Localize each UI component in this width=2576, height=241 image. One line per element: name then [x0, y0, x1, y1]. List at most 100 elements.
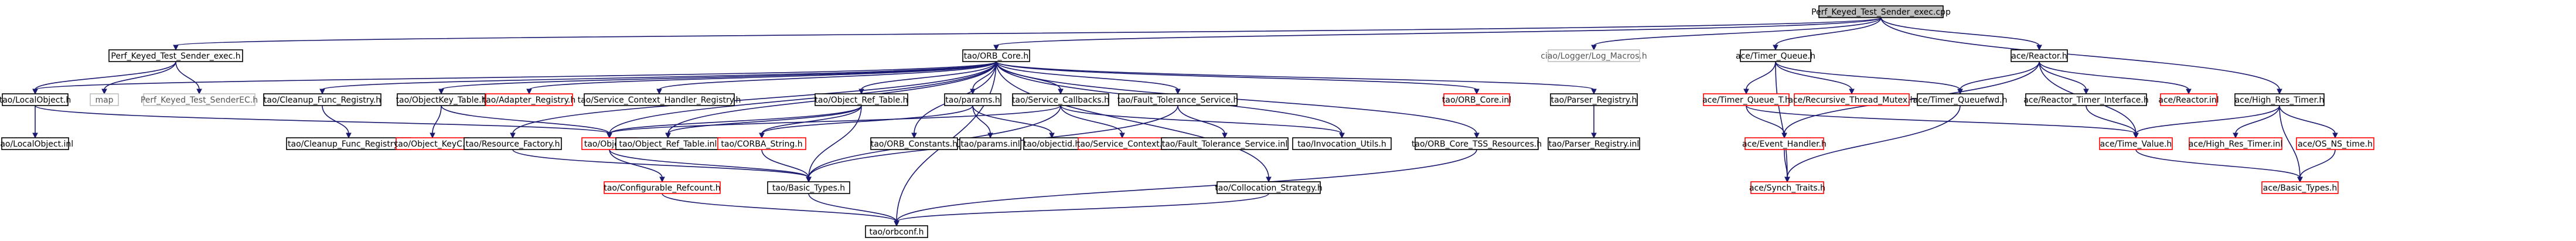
- edge-arrowhead-object_ref_table_h-to-object_ref_table_inl: [665, 133, 671, 139]
- node-ft-service-h[interactable]: tao/Fault_Tolerance_Service.h: [1117, 93, 1239, 106]
- node-time-value-h[interactable]: ace/Time_Value.h: [2099, 137, 2173, 150]
- node-objectid-h[interactable]: tao/objectid.h: [1023, 137, 1081, 150]
- node-box: [2234, 93, 2325, 106]
- node-orb-core-tss-h[interactable]: tao/ORB_Core_TSS_Resources.h: [1412, 137, 1542, 150]
- node-object-ref-table-inl[interactable]: tao/Object_Ref_Table.inl: [615, 137, 721, 150]
- node-label: tao/Cleanup_Func_Registry.h: [264, 96, 381, 105]
- edge-object_h-to-configurable_refcount_h: [609, 149, 663, 178]
- node-label: ace/Basic_Types.h: [2263, 184, 2337, 193]
- node-collocation-strategy-h[interactable]: tao/Collocation_Strategy.h: [1215, 181, 1323, 194]
- node-params-h[interactable]: tao/params.h: [944, 93, 1001, 106]
- node-box: [2261, 181, 2339, 194]
- node-orb-constants-h[interactable]: tao/ORB_Constants.h: [870, 137, 958, 150]
- node-synch-traits-h[interactable]: ace/Synch_Traits.h: [1749, 181, 1825, 194]
- node-box: [2011, 49, 2068, 62]
- edge-svc_callbacks_h-to-svc_context_h: [1060, 105, 1123, 134]
- edge-root-to-high_res_timer_h: [1880, 17, 2280, 90]
- node-object-ref-table-h[interactable]: tao/Object_Ref_Table.h: [815, 93, 908, 106]
- node-box: [1548, 137, 1640, 150]
- node-basic-types-ace-h[interactable]: ace/Basic_Types.h: [2261, 181, 2339, 194]
- edge-resource_factory_h-to-basic_types_tao_h: [512, 149, 809, 178]
- node-label: ace/Reactor_Timer_Interface.h: [2023, 96, 2148, 105]
- node-basic-types-tao-h[interactable]: tao/Basic_Types.h: [767, 181, 850, 194]
- node-svc-callbacks-h[interactable]: tao/Service_Callbacks.h: [1012, 93, 1109, 106]
- node-box: [717, 137, 806, 150]
- node-configurable-refcount-h[interactable]: tao/Configurable_Refcount.h: [604, 181, 721, 194]
- edge-arrowhead-cleanup_reg_h-to-cleanup_reg_inl: [346, 133, 352, 139]
- edge-high_res_timer_h-to-time_value_h: [2135, 105, 2280, 134]
- edge-arrowhead-orb_core_h-to-svc_ctx_handler_h: [656, 89, 662, 95]
- node-timer-queue-h[interactable]: ace/Timer_Queue.h: [1736, 49, 1815, 62]
- node-box: [1443, 93, 1510, 106]
- node-label: tao/objectid.h: [1024, 140, 1081, 149]
- node-objectkey-table-h[interactable]: tao/ObjectKey_Table.h: [396, 93, 487, 106]
- edge-arrowhead-root-to-exec_h: [173, 45, 179, 51]
- node-recursive-mutex-h[interactable]: ace/Recursive_Thread_Mutex.h: [1788, 93, 1916, 106]
- node-cleanup-reg-inl[interactable]: tao/Cleanup_Func_Registry.inl: [286, 137, 411, 150]
- edge-root-to-exec_h: [175, 17, 1882, 46]
- node-os-ns-time-h[interactable]: ace/OS_NS_time.h: [2296, 137, 2374, 150]
- node-box: [2189, 137, 2282, 150]
- node-box: [1703, 93, 1790, 106]
- node-label: tao/Fault_Tolerance_Service.h: [1117, 96, 1239, 105]
- node-high-res-timer-h[interactable]: ace/High_Res_Timer.h: [2234, 93, 2325, 106]
- edge-arrowhead-params_h-to-objectid_h: [1049, 133, 1055, 139]
- node-corba-string-h[interactable]: tao/CORBA_String.h: [717, 137, 806, 150]
- node-label: ace/Timer_Queue_T.h: [1702, 96, 1790, 105]
- node-exec-h[interactable]: Perf_Keyed_Test_Sender_exec.h: [108, 49, 243, 62]
- node-reactor-h[interactable]: ace/Reactor.h: [2011, 49, 2068, 62]
- node-label: tao/LocalObject.h: [0, 96, 71, 105]
- node-ft-service-inl[interactable]: tao/Fault_Tolerance_Service.inl: [1161, 137, 1289, 150]
- node-label: tao/Object_KeyC.h: [395, 140, 470, 149]
- edge-timer_queuefwd_h-to-synch_traits_h: [1787, 105, 1961, 178]
- node-adapter-reg-h[interactable]: tao/Adapter_Registry.h: [483, 93, 576, 106]
- edge-reactor_h-to-reactor_timer_iface_h: [2039, 61, 2087, 90]
- node-box: [143, 93, 255, 106]
- node-label: tao/params.inl: [960, 140, 1020, 149]
- node-resource-factory-h[interactable]: tao/Resource_Factory.h: [464, 137, 562, 150]
- edge-object_ref_table_h-to-object_h: [609, 105, 862, 134]
- node-box: [815, 93, 908, 106]
- edge-orb_core_h-to-object_h: [609, 61, 997, 134]
- node-objectkey-h[interactable]: tao/Object_KeyC.h: [395, 137, 470, 150]
- node-label: tao/Resource_Factory.h: [465, 140, 560, 149]
- node-invocation-utils-h[interactable]: tao/Invocation_Utils.h: [1292, 137, 1392, 150]
- edge-arrowhead-root-to-high_res_timer_h: [2277, 89, 2282, 95]
- edge-arrowhead-object_h-to-configurable_refcount_h: [659, 176, 665, 183]
- node-event-handler-h[interactable]: ace/Event_Handler.h: [1742, 137, 1827, 150]
- node-parser-reg-inl[interactable]: tao/Parser_Registry.inl: [1548, 137, 1640, 150]
- node-box: [263, 93, 381, 106]
- node-high-res-timer-inl[interactable]: ace/High_Res_Timer.inl: [2189, 137, 2283, 150]
- edge-timer_queue_h-to-timer_queuefwd_h: [1775, 61, 1961, 90]
- edge-object_h-to-basic_types_tao_h: [609, 149, 809, 178]
- edge-arrowhead-orb_core_h-to-ft_service_h: [1175, 89, 1181, 95]
- edge-high_res_timer_h-to-os_ns_time_h: [2279, 105, 2336, 134]
- node-local-object-h[interactable]: tao/LocalObject.h: [0, 93, 71, 106]
- node-orb-core-h[interactable]: tao/ORB_Core.h: [962, 49, 1030, 62]
- edge-root-to-timer_queue_h: [1775, 17, 1882, 46]
- node-label: tao/ORB_Core.inl: [1442, 96, 1511, 105]
- edge-arrowhead-orb_core_h-to-orb_core_inl: [1474, 89, 1480, 95]
- node-label: ace/Reactor.inl: [2158, 96, 2219, 105]
- node-timer-queuefwd-h[interactable]: ace/Timer_Queuefwd.h: [1913, 93, 2008, 106]
- node-reactor-inl[interactable]: ace/Reactor.inl: [2158, 93, 2219, 106]
- node-svc-context-h[interactable]: tao/Service_Context.h: [1077, 137, 1167, 150]
- node-local-object-inl[interactable]: tao/LocalObject.inl: [0, 137, 73, 150]
- node-orb-core-inl[interactable]: tao/ORB_Core.inl: [1442, 93, 1511, 106]
- node-label: tao/ORB_Core_TSS_Resources.h: [1412, 140, 1542, 149]
- edge-root-to-orb_core_h: [996, 17, 1882, 46]
- node-reactor-timer-iface-h[interactable]: ace/Reactor_Timer_Interface.h: [2023, 93, 2149, 106]
- node-root[interactable]: Perf_Keyed_Test_Sender_exec.cpp: [1811, 5, 1951, 18]
- node-params-inl[interactable]: tao/params.inl: [959, 137, 1021, 150]
- node-label: Perf_Keyed_Test_Sender_exec.cpp: [1811, 8, 1951, 17]
- node-timer-queue-t-h[interactable]: ace/Timer_Queue_T.h: [1702, 93, 1790, 106]
- edge-objectkey_table_h-to-object_h: [441, 105, 610, 134]
- edge-reactor_timer_iface_h-to-time_value_h: [2086, 105, 2137, 134]
- edge-reactor_h-to-reactor_inl: [2039, 61, 2189, 90]
- node-parser-reg-h[interactable]: tao/Parser_Registry.h: [1550, 93, 1638, 106]
- node-cleanup-reg-h[interactable]: tao/Cleanup_Func_Registry.h: [263, 93, 381, 106]
- node-svc-ctx-handler-h[interactable]: tao/Service_Context_Handler_Registry.h: [578, 93, 741, 106]
- node-orbconf-h[interactable]: tao/orbconf.h: [865, 225, 928, 238]
- edge-orb_core_h-to-resource_factory_h: [512, 61, 997, 134]
